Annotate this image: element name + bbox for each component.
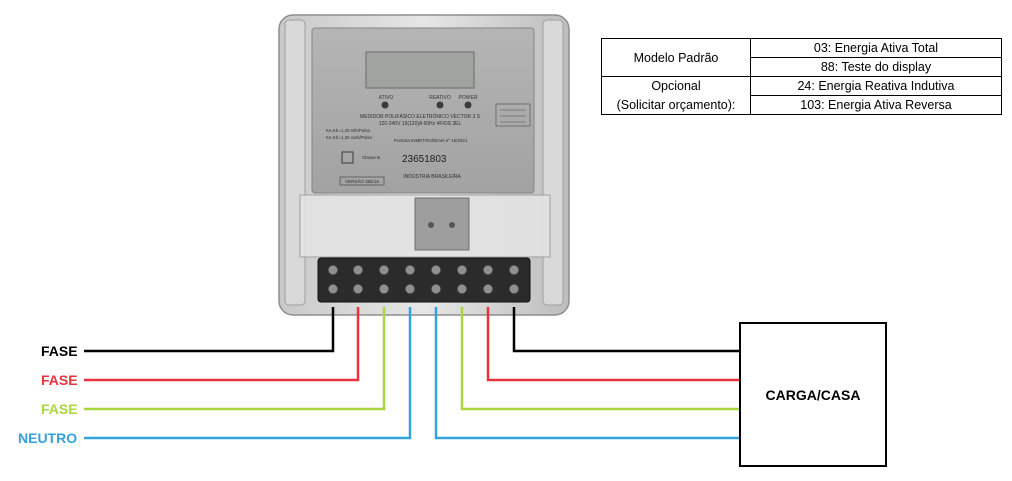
wire-label-fase-black: FASE: [41, 343, 78, 359]
meter-display: [365, 51, 475, 89]
terminal-screw: [327, 264, 339, 276]
terminal-screw: [508, 283, 520, 295]
display-modes-table: Modelo Padrão 03: Energia Ativa Total 88…: [601, 38, 1002, 115]
cover-screw-right: [449, 222, 455, 228]
group-label-optional-note: (Solicitar orçamento):: [601, 95, 751, 115]
terminal-screw: [456, 264, 468, 276]
terminal-screw: [430, 264, 442, 276]
cover-clip: [414, 197, 470, 251]
load-label: CARGA/CASA: [765, 386, 861, 403]
led-reactive: [436, 101, 444, 109]
meter-industry-text: INDÚSTRIA BRASILEIRA: [403, 173, 461, 180]
wire-phase-black-out: [512, 307, 739, 353]
terminal-screw: [327, 283, 339, 295]
mode-cell: 103: Energia Ativa Reversa: [750, 95, 1002, 115]
led-label-reactive: REATIVO: [429, 95, 451, 101]
led-label-active: ATIVO: [379, 95, 394, 101]
wire-phase-green-in: [84, 307, 386, 411]
terminal-screw: [378, 283, 390, 295]
wire-label-fase-green: FASE: [41, 401, 78, 417]
led-power: [464, 101, 472, 109]
load-box: CARGA/CASA: [739, 322, 887, 467]
table-row: Opcional 24: Energia Reativa Indutiva: [601, 76, 1002, 96]
terminal-screw: [430, 283, 442, 295]
wire-label-fase-red: FASE: [41, 372, 78, 388]
terminal-screw: [508, 264, 520, 276]
meter-kh-text-1: Ke,Kh=1,25 Wh/Pulso: [326, 128, 371, 133]
table-row: (Solicitar orçamento): 103: Energia Ativ…: [601, 95, 1002, 115]
terminal-screw: [352, 283, 364, 295]
terminal-screw: [404, 264, 416, 276]
wire-phase-black-in: [84, 307, 335, 353]
wire-phase-red-in: [84, 307, 360, 382]
wire-neutral-blue-in: [84, 307, 412, 440]
led-label-power: POWER: [459, 95, 478, 101]
inmetro-logo: [341, 151, 354, 164]
meter-serial: 23651803: [402, 154, 447, 165]
group-label-standard: Modelo Padrão: [601, 38, 751, 77]
group-label-optional: Opcional: [601, 76, 751, 96]
mode-cell: 88: Teste do display: [750, 57, 1002, 77]
meter-version-box: [339, 176, 385, 186]
terminal-screw: [404, 283, 416, 295]
terminal-screw: [482, 283, 494, 295]
meter-portaria-text: Portaria INMETRO/Dimel nº 15/2021: [394, 138, 468, 143]
meter-left-rail: [284, 19, 306, 306]
led-active: [381, 101, 389, 109]
connection-schematic-icon: [495, 103, 531, 127]
energy-meter: ATIVO REATIVO POWER MEDIDOR POLIFÁSICO E…: [278, 14, 570, 316]
meter-model-text: MEDIDOR POLIFÁSICO ELETRÔNICO VECTOR 3 S: [360, 113, 481, 120]
meter-version-text: VERSÃO 366/19: [345, 178, 379, 184]
line-side-wires: [84, 307, 412, 440]
meter-right-rail: [542, 19, 564, 306]
meter-class-text: Classe B: [362, 155, 380, 160]
mode-cell: 24: Energia Reativa Indutiva: [750, 76, 1002, 96]
table-row: Modelo Padrão 03: Energia Ativa Total: [601, 38, 1002, 77]
wire-neutral-blue-out: [434, 307, 739, 440]
wire-phase-red-out: [486, 307, 739, 382]
terminal-screw: [482, 264, 494, 276]
wire-phase-green-out: [460, 307, 739, 411]
terminal-screw: [378, 264, 390, 276]
meter-spec-text: 120-240V 15(120)A 60Hz 4FIOS 3EL: [379, 121, 462, 127]
load-side-wires: [434, 307, 739, 440]
cover-screw-left: [428, 222, 434, 228]
wire-label-neutro-blue: NEUTRO: [18, 430, 78, 446]
terminal-screw: [352, 264, 364, 276]
terminal-block: [317, 257, 531, 303]
meter-kh-text-2: Ke,Kh=1,25 varh/Pulso: [326, 135, 373, 140]
terminal-screw: [456, 283, 468, 295]
mode-cell: 03: Energia Ativa Total: [750, 38, 1002, 58]
terminal-screws: [327, 264, 520, 295]
